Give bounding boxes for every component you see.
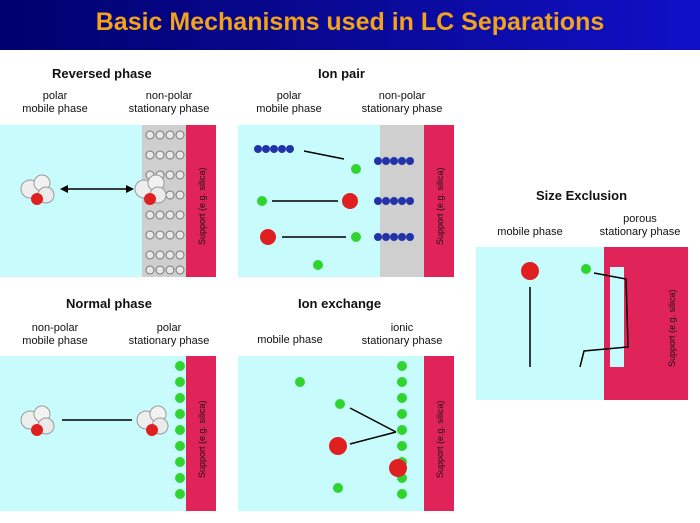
- alkyl-chain-pattern: [145, 130, 185, 275]
- cation-icon: [295, 377, 305, 387]
- analyte-cation-icon: [260, 229, 276, 245]
- ionexchange-mobile-label: mobile phase: [257, 334, 323, 346]
- ionpair-support-label: Support (e.g. silica): [435, 167, 445, 245]
- bound-analyte-icon: [389, 459, 407, 477]
- reversed-phase-panel: Support (e.g. silica): [0, 125, 216, 277]
- size-exclusion-panel: Support (e.g. silica): [476, 247, 688, 400]
- normal-phase-heading: Normal phase: [66, 296, 152, 311]
- ionpair-stationary-label: non-polar stationary phase: [361, 90, 443, 115]
- normal-phase-drawing: Support (e.g. silica): [20, 356, 216, 511]
- reversed-support-label: Support (e.g. silica): [197, 167, 207, 245]
- large-molecule-icon: [521, 262, 539, 280]
- analyte-cation-icon: [329, 437, 347, 455]
- reversed-phase-heading: Reversed phase: [52, 66, 152, 81]
- polar-groups: [175, 361, 185, 499]
- cation-icon: [333, 483, 343, 493]
- ion-exchange-drawing: Support (e.g. silica): [295, 356, 454, 511]
- analyte-molecule-icon: [20, 174, 55, 205]
- analyte-cation-icon: [342, 193, 358, 209]
- small-molecule-icon: [581, 264, 591, 274]
- exchange-arrow: [349, 431, 397, 445]
- cation-icon: [335, 399, 345, 409]
- sec-stationary-label: porous stationary phase: [599, 213, 681, 238]
- pore-channel: [610, 267, 624, 367]
- cation-icon: [313, 260, 323, 270]
- ion-exchange-heading: Ion exchange: [298, 296, 382, 311]
- ion-pair-heading: Ion pair: [318, 66, 365, 81]
- ionexchange-stationary-label: ionic stationary phase: [361, 322, 443, 347]
- ion-pair-reagent-chains: [254, 145, 414, 241]
- elution-path-small: [579, 272, 629, 368]
- title-bar: [0, 0, 700, 50]
- cation-icon: [257, 196, 267, 206]
- sec-mobile-label: mobile phase: [497, 226, 563, 238]
- sec-support-label: Support (e.g. silica): [667, 289, 677, 367]
- cation-icon: [351, 164, 361, 174]
- normal-stationary-label: polar stationary phase: [128, 322, 210, 347]
- support-bar: [186, 356, 216, 511]
- ion-pair-panel: Support (e.g. silica): [238, 125, 454, 277]
- size-exclusion-drawing: Support (e.g. silica): [521, 247, 688, 400]
- reversed-mobile-label: polar mobile phase: [22, 90, 88, 115]
- normal-support-label: Support (e.g. silica): [197, 400, 207, 478]
- support-bar: [186, 125, 216, 277]
- ionpair-mobile-label: polar mobile phase: [256, 90, 322, 115]
- cation-icon: [351, 232, 361, 242]
- support-bar: [424, 356, 454, 511]
- normal-mobile-label: non-polar mobile phase: [22, 322, 88, 347]
- ionexchange-support-label: Support (e.g. silica): [435, 400, 445, 478]
- adsorbed-molecule-icon: [134, 174, 167, 205]
- reagent-arrow: [303, 150, 345, 160]
- analyte-molecule-icon: [20, 405, 55, 436]
- reversed-stationary-label: non-polar stationary phase: [128, 90, 210, 115]
- normal-phase-panel: Support (e.g. silica): [0, 356, 216, 511]
- support-bar: [424, 125, 454, 277]
- adsorbed-molecule-icon: [136, 405, 169, 436]
- ion-pair-drawing: Support (e.g. silica): [254, 125, 454, 277]
- size-exclusion-heading: Size Exclusion: [536, 188, 628, 203]
- counter-ions: [397, 361, 407, 499]
- ion-exchange-panel: Support (e.g. silica): [238, 356, 454, 511]
- exchange-arrow: [349, 407, 397, 433]
- slide-title: Basic Mechanisms used in LC Separations: [95, 8, 605, 36]
- reversed-phase-drawing: Support (e.g. silica): [20, 125, 216, 277]
